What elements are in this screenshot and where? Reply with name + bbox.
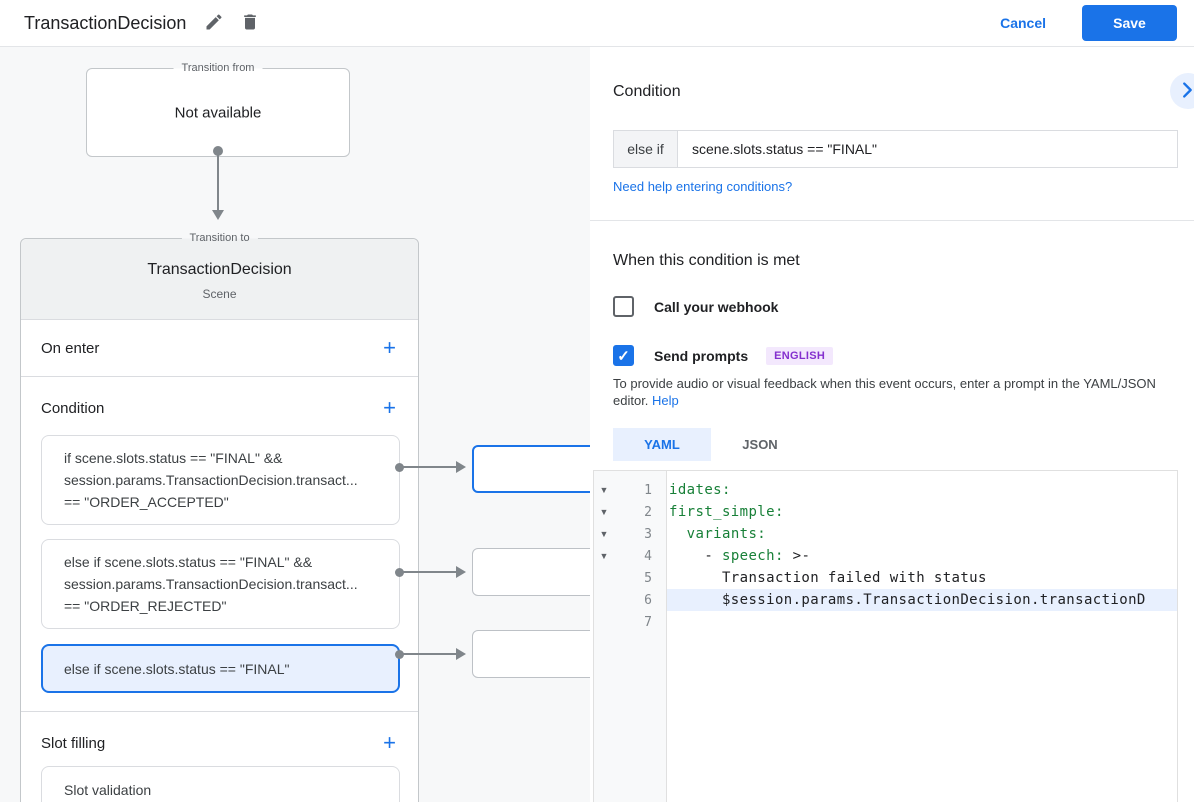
- transition-to-card: Transition to TransactionDecision Scene …: [20, 231, 419, 802]
- transition-from-box: Transition from Not available: [86, 61, 350, 157]
- prompt-editor-description: To provide audio or visual feedback when…: [613, 376, 1156, 408]
- editor-tabs: YAML JSON: [613, 428, 809, 461]
- condition-detail-panel: Condition else if Need help entering con…: [590, 47, 1194, 802]
- pencil-icon: [204, 12, 224, 35]
- send-prompts-row: ✓ Send prompts ENGLISH: [613, 345, 834, 366]
- page-title: TransactionDecision: [24, 12, 187, 33]
- condition-card-order-rejected[interactable]: else if scene.slots.status == "FINAL" &&…: [41, 539, 400, 629]
- top-bar: TransactionDecision Cancel Save: [0, 0, 1194, 47]
- slot-filling-label: Slot filling: [41, 734, 106, 752]
- connector-dot: [395, 462, 404, 472]
- editor-line-active: 6 $session.params.TransactionDecision.tr…: [594, 589, 1177, 611]
- slot-validation-card[interactable]: Slot validation: [41, 766, 400, 802]
- condition-expression-row: else if: [613, 130, 1178, 168]
- editor-line: 5 Transaction failed with status: [644, 570, 987, 586]
- editor-line: ▼ 3 variants:: [594, 523, 1177, 545]
- editor-gutter: [594, 471, 666, 802]
- conditions-help-link[interactable]: Need help entering conditions?: [613, 179, 793, 194]
- transition-target-box-1[interactable]: [472, 445, 612, 493]
- connector-arrow-1: [395, 461, 467, 473]
- scene-type: Scene: [202, 287, 237, 301]
- send-prompts-checkbox[interactable]: ✓: [613, 345, 634, 366]
- condition-section: Condition + if scene.slots.status == "FI…: [21, 377, 418, 712]
- yaml-code-editor[interactable]: ▼ 1 idates: ▼ 2 first_simple: ▼ 3 varian…: [593, 470, 1178, 802]
- fold-arrow-icon[interactable]: ▼: [599, 507, 609, 517]
- tab-json[interactable]: JSON: [742, 437, 778, 452]
- language-badge: ENGLISH: [766, 346, 834, 365]
- checkmark-icon: ✓: [617, 347, 630, 365]
- add-on-enter-button[interactable]: +: [383, 335, 396, 360]
- prompt-help-link[interactable]: Help: [652, 393, 679, 408]
- condition-keyword-label: else if: [614, 131, 678, 167]
- condition-expression-input[interactable]: [678, 131, 1177, 167]
- connector-dot: [395, 567, 404, 577]
- on-enter-label: On enter: [41, 339, 100, 357]
- add-slot-button[interactable]: +: [383, 730, 396, 755]
- on-enter-row: On enter +: [21, 320, 418, 377]
- slot-filling-section: Slot filling + Slot validation: [21, 712, 418, 802]
- editor-line: ▼ 4 - speech: >-: [594, 545, 1177, 567]
- connector-dot: [395, 649, 404, 659]
- arrowhead-down-icon: [212, 210, 224, 220]
- delete-scene-button[interactable]: [232, 5, 268, 41]
- chevron-right-icon: [1170, 79, 1194, 104]
- arrowhead-right-icon: [456, 461, 466, 473]
- save-button[interactable]: Save: [1082, 5, 1177, 41]
- arrowhead-right-icon: [456, 566, 466, 578]
- transition-target-box-2[interactable]: [472, 548, 612, 596]
- arrowhead-right-icon: [456, 648, 466, 660]
- webhook-row: Call your webhook: [613, 296, 778, 317]
- flow-arrow-down: [208, 146, 228, 231]
- condition-met-title: When this condition is met: [613, 252, 800, 269]
- call-webhook-label: Call your webhook: [654, 298, 779, 315]
- transition-from-value: Not available: [174, 104, 262, 121]
- condition-card-order-accepted[interactable]: if scene.slots.status == "FINAL" && sess…: [41, 435, 400, 525]
- tab-yaml[interactable]: YAML: [613, 428, 711, 461]
- panel-title: Condition: [613, 83, 681, 100]
- cancel-button[interactable]: Cancel: [984, 7, 1062, 39]
- editor-line: ▼ 2 first_simple:: [594, 501, 1177, 523]
- transition-to-legend: Transition to: [181, 231, 258, 246]
- trash-icon: [240, 12, 260, 35]
- transition-target-box-3[interactable]: [472, 630, 612, 678]
- editor-line: ▼ 1 idates:: [594, 479, 1177, 501]
- collapse-panel-button[interactable]: [1170, 73, 1194, 109]
- call-webhook-checkbox[interactable]: [613, 296, 634, 317]
- fold-arrow-icon[interactable]: ▼: [599, 485, 609, 495]
- panel-divider: [590, 220, 1194, 221]
- connector-arrow-2: [395, 566, 467, 578]
- transition-from-legend: Transition from: [173, 61, 263, 76]
- scene-name: TransactionDecision: [147, 261, 292, 278]
- condition-section-label: Condition: [41, 399, 105, 417]
- condition-card-final-selected[interactable]: else if scene.slots.status == "FINAL": [41, 644, 400, 693]
- add-condition-button[interactable]: +: [383, 395, 396, 420]
- edit-scene-button[interactable]: [196, 5, 232, 41]
- editor-line: 7: [644, 614, 652, 630]
- connector-dot: [213, 146, 223, 156]
- scene-header: TransactionDecision Scene: [21, 239, 418, 320]
- connector-arrow-3: [395, 648, 467, 660]
- send-prompts-label: Send prompts: [654, 347, 749, 364]
- fold-arrow-icon[interactable]: ▼: [599, 551, 609, 561]
- fold-arrow-icon[interactable]: ▼: [599, 529, 609, 539]
